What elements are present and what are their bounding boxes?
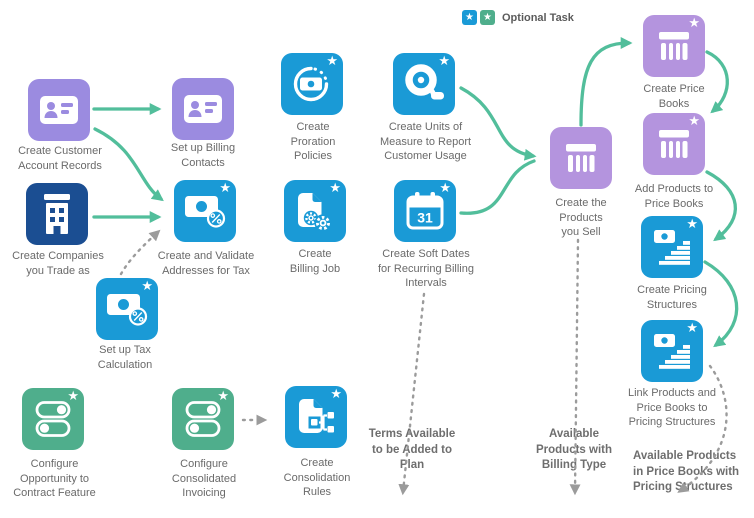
annotation-available-products-price-books: Available Products in Price Books with P… [633,450,740,494]
legend-green-star-icon: ★ [480,10,495,25]
optional-star-icon: ★ [219,180,231,195]
company-building-icon [44,194,70,234]
optional-star-icon: ★ [439,180,451,195]
task-label-create-pricing-structures: Create Pricing Structures [637,284,707,311]
task-label-create-soft-dates: Create Soft Dates for Recurring Billing … [378,248,474,290]
legend: ★ ★ Optional Task [462,10,574,25]
optional-star-icon: ★ [67,388,79,403]
task-label-link-products-and-price-books: Link Products and Price Books to Pricing… [627,387,717,429]
task-label-create-consolidation-rules: Create Consolidation Rules [283,457,351,499]
optional-star-icon: ★ [141,278,153,293]
products-barcode-icon [566,144,596,172]
optional-star-icon: ★ [686,320,698,335]
task-create-companies-you-trade-as[interactable] [26,183,88,245]
optional-star-icon: ★ [688,113,700,128]
task-create-proration-policies[interactable]: ★ [281,53,343,115]
task-label-create-billing-job: Create Billing Job [289,248,341,275]
annotation-available-products-billing-type: Available Products with Billing Type [535,428,613,472]
task-label-create-companies-you-trade-as: Create Companies you Trade as [12,250,104,277]
task-configure-opportunity-to-contract-feature[interactable]: ★ [22,388,84,450]
optional-star-icon: ★ [326,53,338,68]
optional-star-icon: ★ [329,180,341,195]
svg-text:31: 31 [417,210,433,226]
pricing-structure-icon [654,334,690,369]
task-label-create-customer-account-records: Create Customer Account Records [18,145,102,172]
task-link-products-and-price-books-to-pricing-structures[interactable]: ★ [641,320,703,382]
task-create-billing-job[interactable]: ★ [284,180,346,242]
task-label-configure-opportunity-to-contract-feature: Configure Opportunity to Contract Featur… [13,458,96,500]
task-create-pricing-structures[interactable]: ★ [641,216,703,278]
optional-star-icon: ★ [438,53,450,68]
task-label-create-the-products-you-sell: Create the Products you Sell [555,197,607,239]
task-set-up-billing-contacts[interactable] [172,78,234,140]
legend-label: Optional Task [502,11,574,24]
price-book-barcode-icon [659,32,689,60]
optional-star-icon: ★ [686,216,698,231]
money-percent-icon [185,196,226,228]
price-book-barcode-icon [659,130,689,158]
task-label-set-up-billing-contacts: Set up Billing Contacts [170,142,236,169]
task-label-create-and-validate-addresses-for-tax: Create and Validate Addresses for Tax [157,250,255,277]
legend-blue-star-icon: ★ [462,10,477,25]
billing-job-page-gears-icon [298,193,332,232]
task-create-soft-dates[interactable]: 31 ★ [394,180,456,242]
optional-star-icon: ★ [688,15,700,30]
optional-star-icon: ★ [217,388,229,403]
task-label-create-price-books: Create Price Books [643,83,705,110]
task-label-create-proration-policies: Create Proration Policies [290,121,336,163]
consolidation-rules-page-flowchart-icon [299,399,334,433]
task-create-units-of-measure[interactable]: ★ [393,53,455,115]
task-set-up-tax-calculation[interactable]: ★ [96,278,158,340]
proration-icon [293,66,329,102]
toggles-icon [35,401,71,437]
calendar-icon: 31 [406,192,444,230]
task-add-products-to-price-books[interactable]: ★ [643,113,705,175]
task-create-and-validate-addresses-for-tax[interactable]: ★ [174,180,236,242]
task-create-the-products-you-sell[interactable] [550,127,612,189]
optional-star-icon: ★ [330,386,342,401]
money-percent-icon [107,294,148,326]
contact-card-icon [184,95,222,123]
task-label-configure-consolidated-invoicing: Configure Consolidated Invoicing [171,458,237,500]
task-label-set-up-tax-calculation: Set up Tax Calculation [97,344,153,371]
task-label-add-products-to-price-books: Add Products to Price Books [634,183,714,210]
task-create-customer-account-records[interactable] [28,79,90,141]
contact-card-icon [40,96,78,124]
task-label-create-units-of-measure: Create Units of Measure to Report Custom… [379,121,472,163]
annotation-terms-available: Terms Available to be Added to Plan [368,428,456,472]
measuring-tape-icon [405,64,444,100]
toggles-icon [185,401,221,437]
pricing-structure-icon [654,230,690,265]
task-create-consolidation-rules[interactable]: ★ [285,386,347,448]
task-create-price-books[interactable]: ★ [643,15,705,77]
task-configure-consolidated-invoicing[interactable]: ★ [172,388,234,450]
